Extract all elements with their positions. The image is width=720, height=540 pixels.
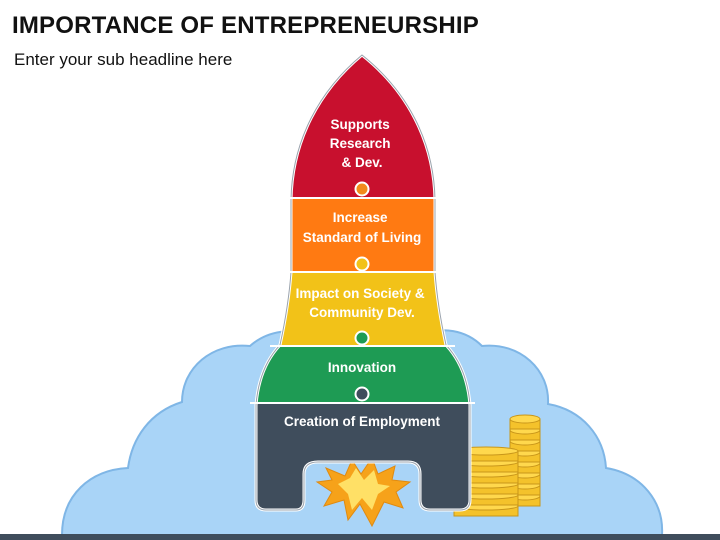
connector-dot-2 — [354, 256, 370, 272]
page-subtitle: Enter your sub headline here — [14, 50, 233, 69]
coin — [509, 414, 541, 430]
label-society: Impact on Society & Community Dev. — [296, 286, 429, 320]
rocket-body — [256, 55, 470, 510]
flame-icon — [315, 456, 412, 528]
connector-dot-4 — [354, 386, 370, 402]
label-standard-of-living: Increase Standard of Living — [303, 210, 422, 245]
label-employment: Creation of Employment — [284, 414, 441, 429]
footer-bar — [0, 534, 720, 540]
page-title: IMPORTANCE OF ENTREPRENEURSHIP — [12, 12, 479, 39]
connector-dot-1 — [354, 181, 370, 197]
label-research: Supports Research & Dev. — [330, 117, 395, 170]
label-innovation: Innovation — [328, 360, 396, 375]
connector-dot-3 — [354, 330, 370, 346]
